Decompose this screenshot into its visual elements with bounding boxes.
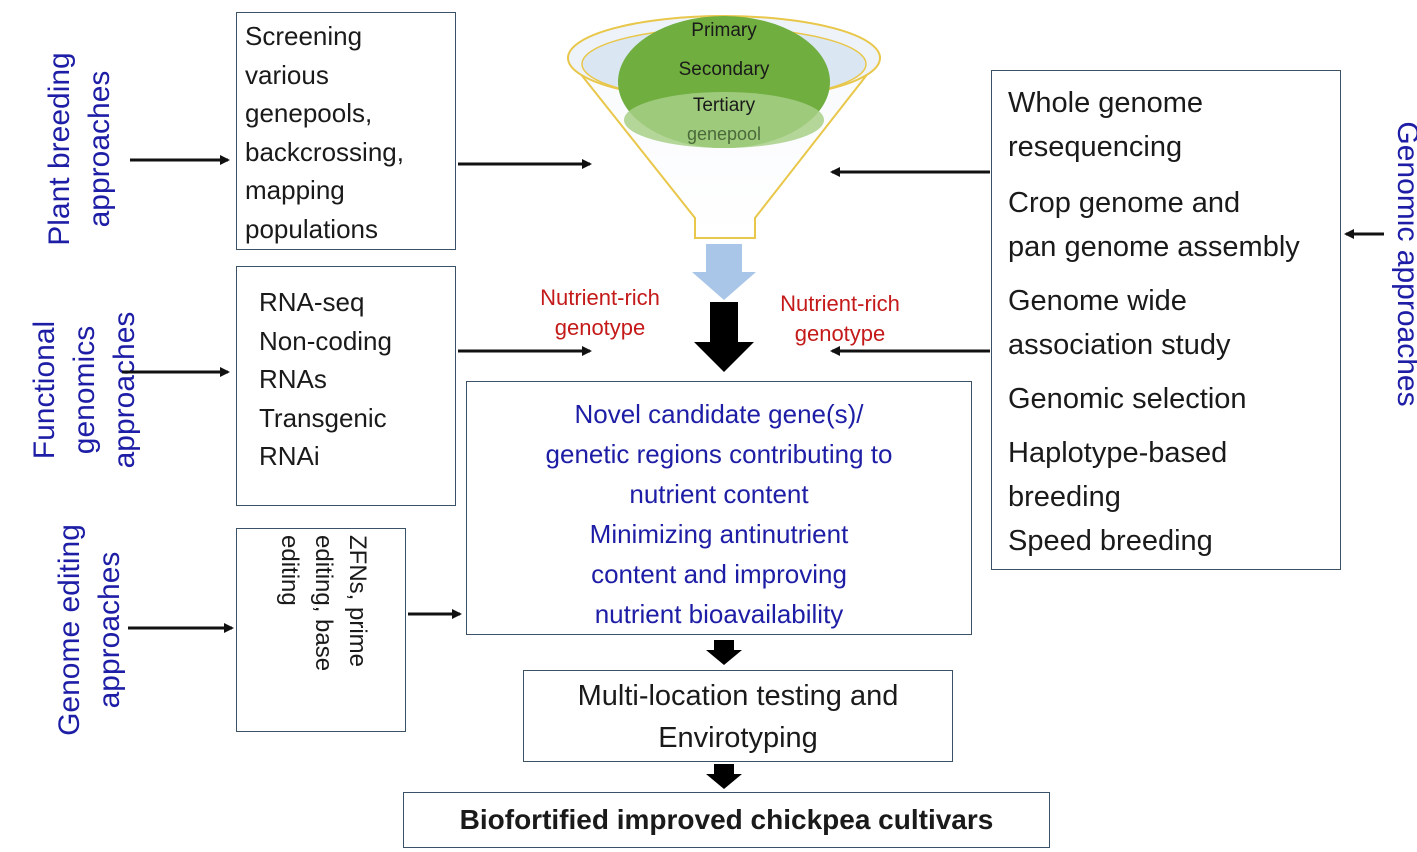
genomic-approaches-box: Whole genome resequencing Crop genome an…: [991, 70, 1341, 570]
down-arrow-to-final: [706, 764, 742, 789]
box-line: RNAi: [259, 441, 320, 471]
plant-breeding-box: Screening various genepools, backcrossin…: [236, 12, 456, 250]
center-outcome-box: Novel candidate gene(s)/ genetic regions…: [466, 381, 972, 635]
box-line: Envirotyping: [658, 722, 818, 754]
box-line: resequencing: [1008, 131, 1183, 163]
final-outcome-box: Biofortified improved chickpea cultivars: [403, 792, 1050, 848]
nutrient-rich-genotype-left: Nutrient-rich genotype: [540, 285, 660, 340]
box-line: Screening: [245, 21, 363, 51]
box-line: nutrient content: [629, 479, 809, 509]
box-line: Non-coding: [259, 325, 392, 356]
box-line: Novel candidate gene(s)/: [574, 399, 864, 429]
center-down-arrow: [694, 302, 754, 372]
funnel-label-tertiary: Tertiary: [692, 95, 756, 116]
funnel-spout-arrow: [692, 244, 756, 300]
funnel-label-primary: Primary: [691, 20, 757, 41]
box-line: Speed breeding: [1008, 525, 1213, 557]
box-line: content and improving: [591, 559, 847, 589]
funnel-label-genepool: genepool: [686, 124, 762, 144]
box-line: Genomic selection: [1008, 383, 1247, 415]
box-line: Minimizing antinutrient: [589, 519, 849, 549]
box-line: genepools,: [245, 98, 373, 128]
nutrient-rich-genotype-right: Nutrient-rich genotype: [780, 291, 900, 346]
funnel-label-secondary: Secondary: [678, 59, 770, 80]
lower-genepool-shade: [624, 92, 824, 148]
box-line: Genome wide: [1008, 285, 1187, 317]
box-line: nutrient bioavailability: [594, 599, 844, 629]
box-line: populations: [245, 213, 378, 244]
box-line: various: [245, 59, 329, 90]
box-line: Transgenic: [259, 402, 387, 433]
box-line: RNAs: [259, 364, 327, 394]
final-outcome-text: Biofortified improved chickpea cultivars: [459, 804, 994, 835]
box-line: mapping: [245, 175, 345, 205]
multi-location-box: Multi-location testing and Envirotyping: [523, 670, 953, 762]
box-line: Haplotype-based: [1008, 437, 1228, 469]
box-line: RNA-seq: [259, 287, 365, 317]
box-line: backcrossing,: [245, 136, 404, 167]
functional-genomics-box: RNA-seq Non-coding RNAs Transgenic RNAi: [236, 266, 456, 506]
box-line: association study: [1008, 329, 1231, 361]
box-line: Whole genome: [1008, 87, 1204, 119]
box-line: pan genome assembly: [1008, 231, 1300, 263]
box-line: Crop genome and: [1008, 187, 1241, 219]
box-line: genetic regions contributing to: [545, 439, 893, 469]
box-line: Multi-location testing and: [577, 680, 899, 712]
down-arrow-to-multilocation: [706, 640, 742, 665]
genome-editing-box: ZFNs, prime editing, base editing: [236, 528, 406, 732]
box-line: breeding: [1008, 481, 1121, 513]
